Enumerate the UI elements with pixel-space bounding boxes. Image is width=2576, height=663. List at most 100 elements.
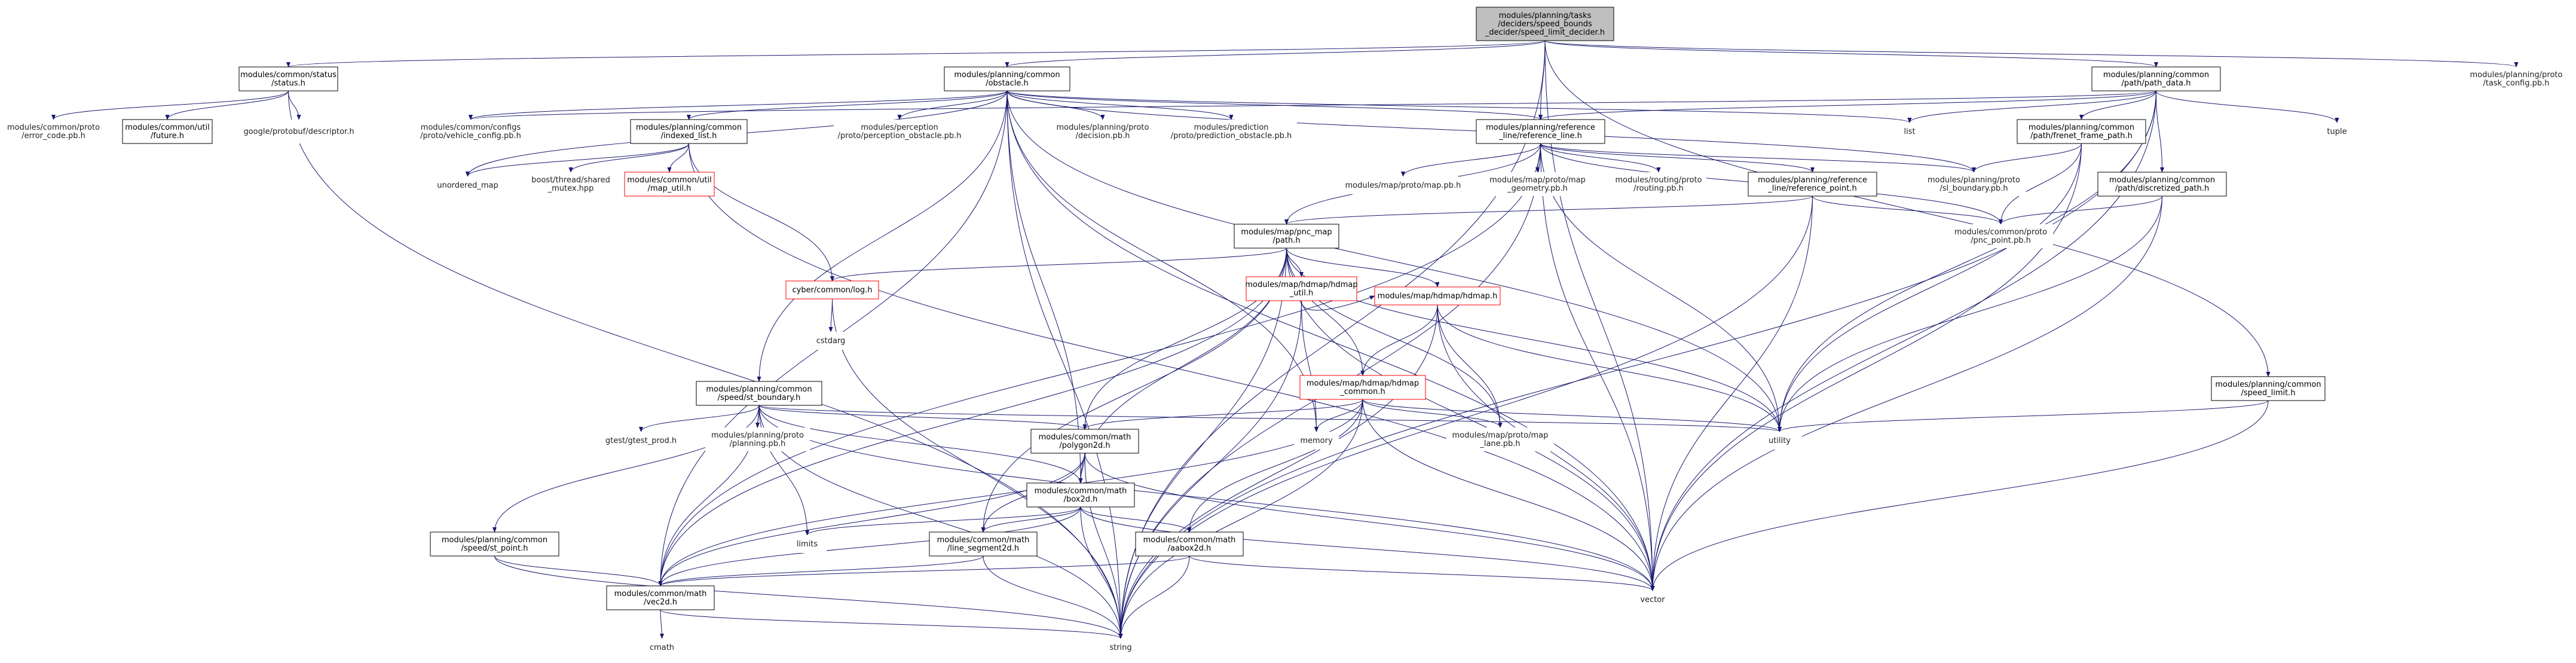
edge-obstacle-to-box2d — [1006, 90, 1083, 484]
node-box — [807, 332, 855, 350]
edge-hdmaph-to-string — [1118, 304, 1438, 639]
edge-linesegment-to-vec2d — [658, 555, 984, 586]
node-label-line: modules/planning/reference — [1758, 176, 1867, 185]
edge-polygon2d-to-vector — [1084, 453, 1655, 591]
node-label-line: modules/planning/proto — [711, 431, 804, 440]
edge-box2d-to-vec2d — [658, 506, 1081, 586]
node-vec2d[interactable]: modules/common/math/vec2d.h — [606, 585, 715, 610]
edge-hdmaputil-to-string — [1118, 300, 1302, 639]
edge-refpoint-to-pncpointpb — [1812, 195, 2003, 225]
node-box — [406, 120, 535, 143]
node-box — [592, 432, 690, 450]
node-hdmaputil[interactable]: modules/map/hdmap/hdmap_util.h — [1245, 276, 1358, 301]
node-label-line: /sl_boundary.pb.h — [1939, 184, 2008, 193]
node-label-line: _decider/speed_limit_decider.h — [1485, 28, 1605, 37]
node-pathdata[interactable]: modules/planning/common/path/path_data.h — [2091, 66, 2221, 91]
node-label-line: /indexed_list.h — [661, 132, 717, 140]
node-box — [430, 176, 505, 194]
node-box — [1892, 123, 1928, 140]
edge-speedlimit-to-vector — [1650, 400, 2269, 591]
node-label-line: modules/common/util — [125, 123, 209, 132]
edge-indexedlist-to-boostmutex — [568, 143, 689, 173]
node-indexedlist[interactable]: modules/planning/common/indexed_list.h — [630, 119, 748, 144]
node-box — [1294, 432, 1339, 450]
node-future[interactable]: modules/common/util/future.h — [122, 119, 213, 144]
edge-obstacle-to-vector — [1006, 90, 1655, 591]
node-cyberlog[interactable]: cyber/common/log.h — [785, 280, 879, 300]
node-hdmapcommon[interactable]: modules/map/hdmap/hdmap_common.h — [1299, 375, 1426, 400]
node-planningpb: modules/planning/proto/planning.pb.h — [705, 427, 810, 451]
node-label-line: /aabox2d.h — [1168, 544, 1211, 553]
edge-hdmaph-to-hdmapcommon — [1360, 304, 1438, 376]
edge-reflineh-to-slboundary — [1540, 143, 1976, 173]
node-polygon2d[interactable]: modules/common/math/polygon2d.h — [1030, 429, 1139, 454]
node-reflineh[interactable]: modules/planning/reference_line/referenc… — [1476, 119, 1605, 144]
edge-pncmap-to-string — [1118, 248, 1287, 639]
node-hdmaph[interactable]: modules/map/hdmap/hdmap.h — [1374, 286, 1501, 305]
node-label-line: /speed_limit.h — [2241, 389, 2295, 398]
edge-pncmap-to-lanepb — [1286, 248, 1503, 428]
edge-refpoint-to-vector — [1650, 195, 1813, 591]
node-label-line: _geometry.pb.h — [1507, 184, 1568, 193]
node-frenet[interactable]: modules/planning/common/path/frenet_fram… — [2017, 119, 2146, 144]
edge-polygon2d-to-vec2d — [658, 453, 1085, 586]
node-obstacle[interactable]: modules/planning/common/obstacle.h — [944, 66, 1070, 91]
node-refpoint[interactable]: modules/planning/reference_line/referenc… — [1748, 172, 1877, 197]
edge-pncmap-to-hdmaph — [1286, 248, 1440, 288]
node-perceptpb: modules/perception/proto/perception_obst… — [834, 120, 965, 143]
edge-pncmap-to-linesegment — [981, 248, 1287, 533]
node-label-line: /task_config.pb.h — [2483, 79, 2549, 88]
node-utility: utility — [1757, 432, 1802, 450]
node-label-line: /speed/st_boundary.h — [718, 393, 801, 402]
edge-stboundary-to-box2d — [758, 405, 1083, 484]
node-label-line: modules/planning/reference — [1486, 123, 1595, 132]
edge-frenet-to-pncpointpb — [1998, 143, 2082, 225]
edge-indexedlist-to-vector — [689, 143, 1655, 591]
edge-status-to-descriptor — [288, 90, 301, 120]
edge-indexedlist-to-cyberlog — [689, 143, 835, 282]
node-list: list — [1892, 123, 1928, 140]
node-label-line: modules/common/math — [937, 536, 1030, 545]
edge-hdmaputil-to-hdmaph — [1301, 295, 1375, 311]
node-stboundary[interactable]: modules/planning/common/speed/st_boundar… — [696, 381, 822, 406]
node-box2d[interactable]: modules/common/math/box2d.h — [1026, 482, 1135, 508]
edge-obstacle-to-utility — [1006, 90, 1782, 432]
node-box — [624, 172, 715, 197]
node-maputil[interactable]: modules/common/util/map_util.h — [624, 172, 715, 197]
edge-stboundary-to-gtestprod — [638, 405, 760, 432]
edge-root-to-pathdata — [1544, 40, 2158, 68]
node-speedlimit[interactable]: modules/planning/common/speed_limit.h — [2211, 376, 2326, 401]
node-lanepb: modules/map/proto/map_lane.pb.h — [1446, 427, 1554, 451]
edge-box2d-to-limits — [805, 506, 1081, 536]
node-status[interactable]: modules/common/status/status.h — [238, 66, 338, 91]
node-label-line: modules/planning/common — [706, 385, 812, 394]
node-label-line: modules/map/hdmap/hdmap.h — [1378, 292, 1498, 301]
node-box — [1135, 531, 1244, 557]
edge-pncmap-to-cyberlog — [830, 248, 1287, 282]
node-label-line: /decision.pb.h — [1076, 132, 1130, 140]
node-label-line: /box2d.h — [1064, 495, 1098, 504]
edge-stboundary-to-utility — [758, 405, 1782, 432]
edge-hdmapcommon-to-vector — [1362, 399, 1655, 591]
node-stpoint[interactable]: modules/planning/common/speed/st_point.h — [430, 531, 559, 557]
node-label-line: list — [1904, 127, 1915, 136]
node-aabox[interactable]: modules/common/math/aabox2d.h — [1135, 531, 1244, 557]
node-label-line: _lane.pb.h — [1479, 439, 1520, 448]
node-mappb: modules/map/proto/map.pb.h — [1345, 176, 1461, 194]
edge-status-to-errorcode — [51, 90, 289, 120]
node-discretized[interactable]: modules/planning/common/path/discretized… — [2097, 172, 2227, 197]
node-root[interactable]: modules/planning/tasks/deciders/speed_bo… — [1476, 7, 1614, 41]
edge-pathdata-to-reflineh — [1538, 90, 2156, 120]
edge-indexedlist-to-maputil — [667, 143, 689, 173]
edge-obstacle-to-predpb — [1006, 90, 1234, 120]
edge-speedlimit-to-utility — [1777, 400, 2269, 432]
node-box — [1, 120, 106, 143]
edge-hdmapcommon-to-aabox — [1187, 399, 1363, 533]
node-label-line: modules/map/hdmap/hdmap — [1245, 280, 1357, 289]
node-string: string — [1097, 638, 1145, 656]
node-linesegment[interactable]: modules/common/math/line_segment2d.h — [929, 531, 1038, 557]
node-pncmap[interactable]: modules/map/pnc_map/path.h — [1234, 224, 1339, 249]
node-box — [929, 531, 1038, 557]
node-label-line: _line/reference_line.h — [1498, 132, 1582, 140]
node-box — [1030, 429, 1139, 454]
